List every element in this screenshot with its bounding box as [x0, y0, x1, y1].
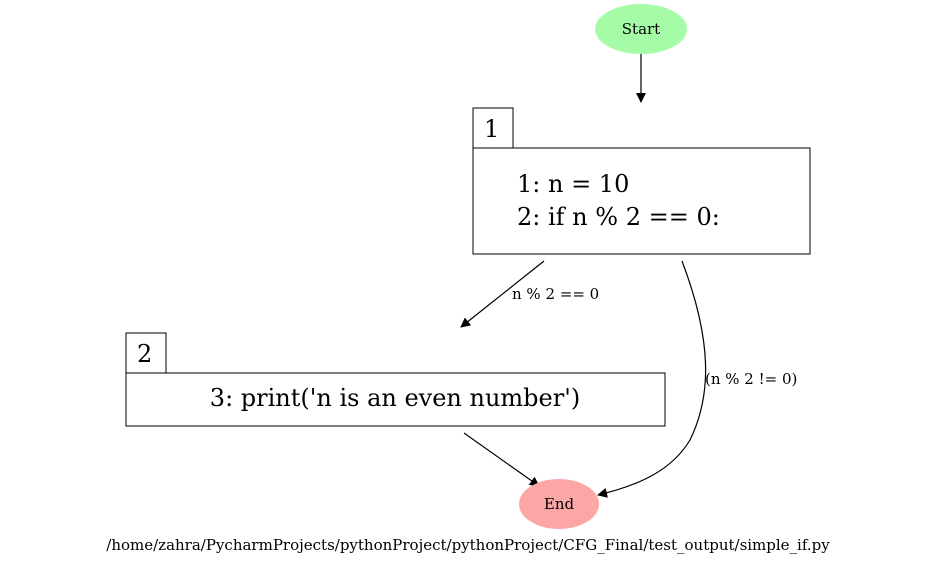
block-2-id: 2 [137, 340, 152, 368]
end-label: End [544, 495, 575, 513]
block-1-id-box [472, 107, 514, 149]
edge-label-false-branch: (n % 2 != 0) [705, 370, 797, 388]
block-2-code-line: 3: print('n is an even number') [210, 384, 580, 412]
start-label: Start [622, 20, 660, 38]
block-2: 2 3: print('n is an even number') [125, 332, 666, 427]
block-2-id-box [125, 332, 167, 374]
end-node: End [519, 479, 599, 529]
file-path-caption: /home/zahra/PycharmProjects/pythonProjec… [106, 536, 830, 554]
block-2-code-box [125, 372, 666, 427]
edge-block-1-to-end: (n % 2 != 0) [597, 260, 797, 498]
block-1: 1 1: n = 10 2: if n % 2 == 0: [472, 107, 811, 255]
block-1-code-box [472, 147, 811, 255]
end-ellipse [519, 479, 599, 529]
start-node: Start [595, 4, 687, 54]
edge-block-1-to-block-2: n % 2 == 0 [460, 260, 599, 328]
block-1-code-line: 1: n = 10 [517, 170, 629, 198]
edge-block-2-to-end [463, 432, 540, 487]
block-1-id: 1 [484, 115, 499, 143]
start-ellipse [595, 4, 687, 54]
block-1-code-line: 2: if n % 2 == 0: [517, 203, 720, 231]
edge-label-true-branch: n % 2 == 0 [512, 285, 599, 303]
